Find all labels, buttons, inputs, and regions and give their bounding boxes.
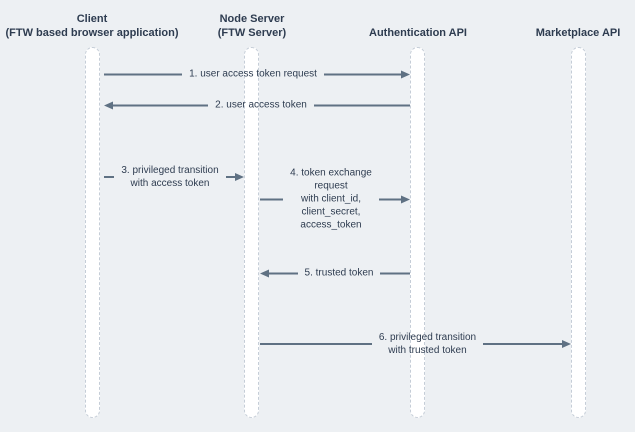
arrowhead-right-icon <box>401 70 411 78</box>
lifeline-node-server <box>244 47 259 418</box>
message-2-label: 2. user access token <box>215 99 307 112</box>
message-3: 3. privileged transition with access tok… <box>104 164 244 190</box>
participant-node-server: Node Server (FTW Server) <box>218 10 286 40</box>
participant-client-subtitle: (FTW based browser application) <box>5 27 179 39</box>
message-4-label-line: access_token <box>300 219 362 231</box>
message-3-label-line: 3. privileged transition <box>121 165 219 176</box>
message-6-line <box>260 343 372 345</box>
message-4: 4. token exchange request with client_id… <box>260 167 411 232</box>
message-4-label-line: with client_id, <box>300 193 362 205</box>
message-1-label: 1. user access token request <box>189 68 317 81</box>
lifeline-authentication-api <box>410 47 425 418</box>
message-4-label: 4. token exchange request with client_id… <box>290 167 372 232</box>
message-5-label: 5. trusted token <box>305 267 374 280</box>
arrowhead-right-icon <box>562 340 572 348</box>
message-2-line <box>313 104 410 106</box>
participant-authentication-api-name: Authentication API <box>369 27 467 39</box>
arrowhead-left-icon <box>260 269 269 277</box>
arrowhead-right-icon <box>235 173 244 181</box>
message-3-label-line: with access token <box>130 178 210 189</box>
lifeline-client <box>85 47 100 418</box>
message-4-label-line: request <box>314 180 348 192</box>
participant-node-server-subtitle: (FTW Server) <box>217 27 287 39</box>
participant-client: Client (FTW based browser application) <box>6 10 179 40</box>
message-6-label-line: 6. privileged transition <box>378 332 477 343</box>
message-4-line <box>378 198 403 200</box>
message-3-line <box>104 176 115 178</box>
message-5: 5. trusted token <box>260 267 410 280</box>
message-1: 1. user access token request <box>104 68 411 81</box>
message-3-line <box>225 176 236 178</box>
message-6-line <box>483 343 564 345</box>
message-6-label-line: with trusted token <box>388 345 467 356</box>
message-2: 2. user access token <box>104 99 410 112</box>
arrowhead-right-icon <box>401 195 411 203</box>
lifeline-marketplace-api <box>571 47 586 418</box>
message-2-label-line: 2. user access token <box>215 99 307 111</box>
message-2-line <box>112 104 209 106</box>
message-5-label-line: 5. trusted token <box>304 267 374 279</box>
message-4-label-line: 4. token exchange <box>290 167 372 179</box>
participant-marketplace-api: Marketplace API <box>536 10 621 40</box>
message-1-line <box>104 73 183 75</box>
message-5-line <box>268 272 298 274</box>
message-4-line <box>260 198 284 200</box>
message-6: 6. privileged transition with trusted to… <box>260 331 572 357</box>
participant-marketplace-api-name: Marketplace API <box>535 27 621 39</box>
participant-node-server-name: Node Server <box>219 13 285 25</box>
message-4-label-line: client_secret, <box>301 206 361 218</box>
message-1-label-line: 1. user access token request <box>189 68 317 80</box>
arrowhead-left-icon <box>104 101 113 109</box>
message-3-label: 3. privileged transition with access tok… <box>121 164 218 190</box>
message-1-line <box>323 73 403 75</box>
participant-client-name: Client <box>76 13 108 25</box>
message-5-line <box>380 272 410 274</box>
participant-authentication-api: Authentication API <box>369 10 467 40</box>
message-6-label: 6. privileged transition with trusted to… <box>379 331 476 357</box>
